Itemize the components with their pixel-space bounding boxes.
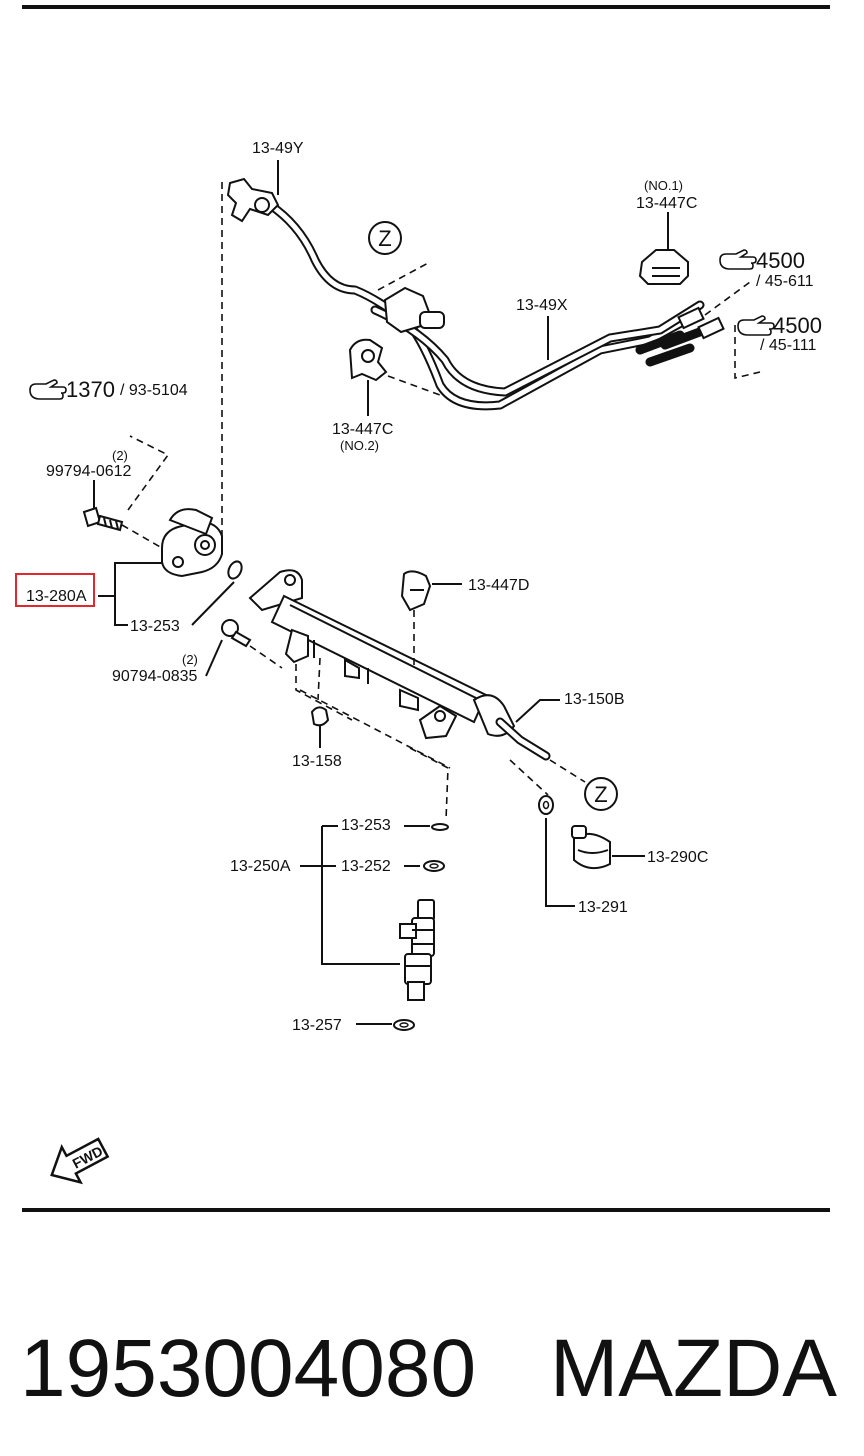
cushion (423, 860, 445, 872)
label-clip-no2-qualifier: (NO.2) (340, 438, 379, 453)
pointing-hand-icon (29, 379, 67, 400)
bolt-upper (82, 506, 124, 532)
delivery-pipe (248, 569, 551, 761)
label-oring-injector: 13-253 (341, 817, 391, 834)
z-marker-top-label: Z (378, 226, 391, 251)
z-marker-top: Z (368, 221, 402, 255)
label-clip-no2: 13-447C (332, 421, 393, 438)
label-cushion: 13-252 (341, 858, 391, 875)
clip-no2 (348, 338, 388, 416)
label-delivery-pipe: 13-150B (564, 691, 625, 708)
label-regulator: 13-290C (647, 849, 708, 866)
label-ref-4500b-page: / 45-111 (760, 337, 816, 354)
label-insulator: 13-158 (292, 753, 342, 770)
fuel-injector (399, 899, 435, 1001)
regulator-oring (538, 795, 554, 815)
pulsation-damper (161, 508, 223, 578)
label-fuel-pipe-upper: 13-49Y (252, 140, 304, 157)
z-marker-bottom: Z (584, 777, 618, 811)
footer-brand: MAZDA (550, 1323, 837, 1414)
fuel-pressure-regulator (571, 825, 645, 870)
highlight-box (15, 573, 95, 607)
label-insulator-lower: 13-257 (292, 1017, 342, 1034)
forward-arrow-icon: FWD (50, 1137, 110, 1185)
label-bolt-upper: 99794-0612 (46, 463, 132, 480)
label-oring-damper: 13-253 (130, 618, 180, 635)
footer-part-number: 1953004080 (20, 1323, 476, 1414)
pointing-hand-icon (737, 315, 775, 336)
label-ref-1370-num: 1370 (66, 377, 115, 402)
insulator-257 (393, 1019, 415, 1031)
bolt-lower (221, 619, 252, 648)
label-ref-4500a-num: 4500 (756, 248, 805, 273)
label-fuel-pipe-lower: 13-49X (516, 297, 568, 314)
insulator-158 (310, 706, 330, 748)
label-bolt-upper-qty: (2) (112, 448, 128, 463)
pointing-hand-icon (719, 249, 757, 270)
label-bolt-lower-qty: (2) (182, 652, 198, 667)
label-ref-4500a-page: / 45-611 (756, 273, 814, 290)
z-marker-bottom-label: Z (594, 782, 607, 807)
label-injector-assembly: 13-250A (230, 858, 291, 875)
oring-injector (431, 823, 449, 831)
label-damper-highlighted: 13-280A (26, 588, 87, 605)
clip-d (400, 570, 462, 612)
label-clip-no1: 13-447C (636, 195, 697, 212)
label-bolt-lower: 90794-0835 (112, 668, 198, 685)
label-ref-4500b-num: 4500 (773, 313, 822, 338)
label-clip-d: 13-447D (468, 577, 529, 594)
fuel-pipe-assembly (226, 177, 725, 411)
label-oring-regulator: 13-291 (578, 899, 628, 916)
clip-no1 (638, 212, 689, 285)
label-clip-no1-qualifier: (NO.1) (644, 178, 683, 193)
label-ref-1370-page: / 93-5104 (120, 382, 188, 399)
